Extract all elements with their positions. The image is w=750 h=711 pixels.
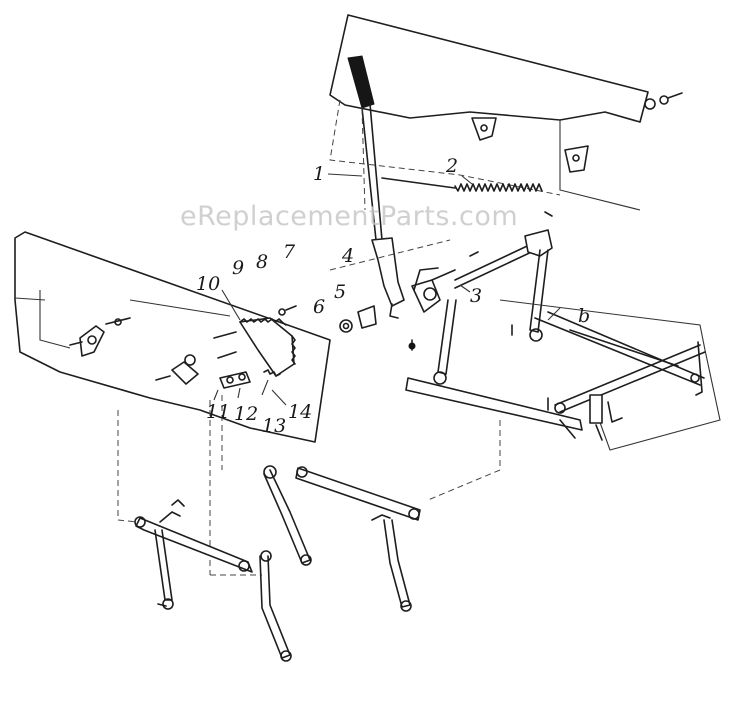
part-label-3: 3 [470, 285, 482, 307]
tension-spring [381, 177, 553, 217]
part-label-2: 2 [445, 155, 458, 177]
leader-lines [213, 173, 561, 406]
part-label-b: b [578, 305, 590, 327]
part-label-9: 9 [232, 257, 244, 279]
panel-bracket-left [471, 117, 497, 141]
watermark-text: eReplacementParts.com [180, 201, 518, 232]
part-label-12: 12 [234, 403, 258, 425]
left-pivot-bracket [69, 317, 131, 357]
part-label-10: 10 [196, 273, 220, 295]
lower-linkage-arms [134, 465, 421, 662]
right-axle-assembly [499, 299, 721, 451]
part-label-11: 11 [206, 401, 230, 423]
lower-rod-frame [405, 377, 583, 439]
part-label-5: 5 [334, 281, 346, 303]
part-label-7: 7 [283, 241, 296, 263]
part-label-4: 4 [341, 245, 354, 267]
panel-bolt [644, 92, 683, 110]
part-label-13: 13 [262, 415, 286, 437]
vertical-linkage [433, 299, 457, 385]
part-callouts: 1 2 3 4 5 6 7 8 9 10 11 12 13 14 b [196, 155, 590, 437]
upper-dash-panel [329, 14, 683, 211]
part-label-6: 6 [313, 296, 325, 318]
shift-lever [347, 55, 405, 319]
part-label-8: 8 [256, 251, 268, 273]
part-label-1: 1 [313, 163, 325, 185]
panel-bracket-right [564, 145, 589, 173]
part-label-14: 14 [288, 401, 312, 423]
sector-plate [239, 317, 296, 377]
pivot-hardware [278, 239, 479, 351]
linkage-rod-upper [454, 229, 553, 342]
left-side-panel [14, 231, 331, 443]
side-link-plate [155, 361, 281, 389]
